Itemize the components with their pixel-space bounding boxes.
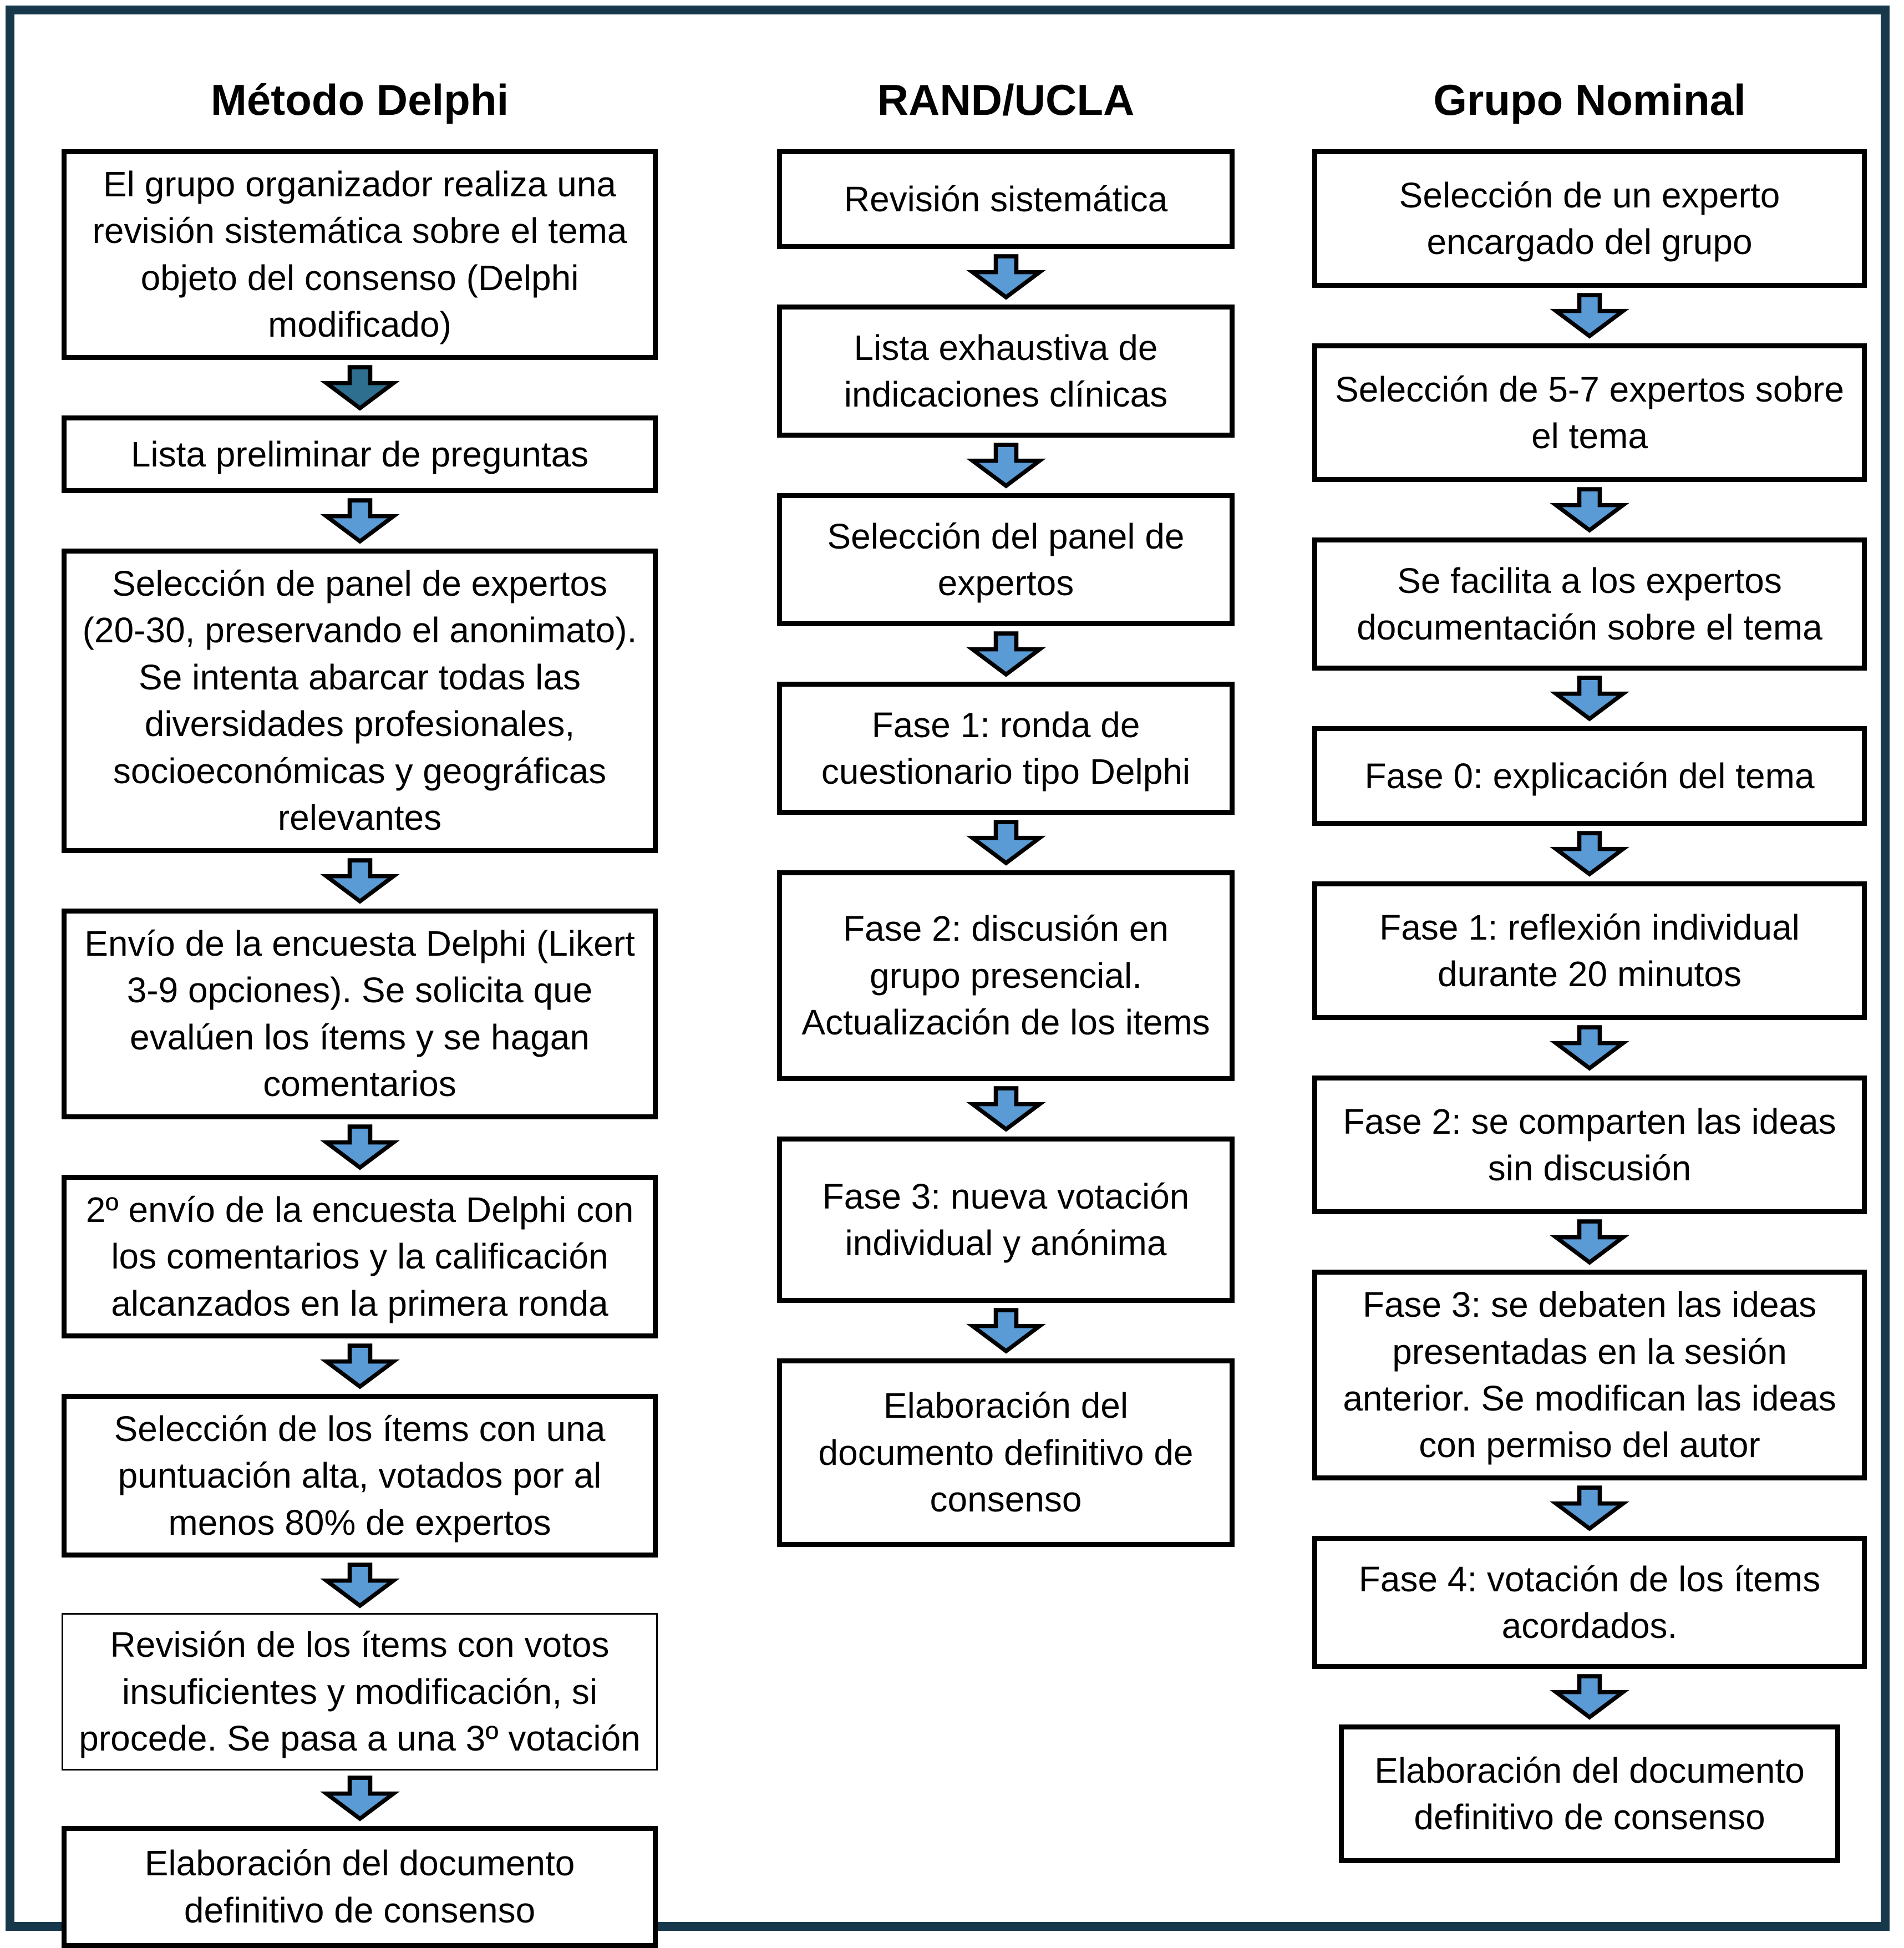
- box-rand-3-label: Selección del panel de expertos: [827, 516, 1185, 603]
- box-nominal-4: Fase 0: explicación del tema: [1312, 726, 1867, 826]
- box-delphi-4: Envío de la encuesta Delphi (Likert 3-9 …: [62, 908, 658, 1119]
- box-rand-3: Selección del panel de expertos: [777, 493, 1235, 626]
- box-delphi-7: Revisión de los ítems con votos insufici…: [62, 1613, 658, 1771]
- box-delphi-5-label: 2º envío de la encuesta Delphi con los c…: [85, 1189, 634, 1323]
- box-nominal-7-label: Fase 3: se debaten las ideas presentadas…: [1343, 1285, 1836, 1465]
- arrow-down-icon: [1312, 1024, 1867, 1071]
- box-delphi-8: Elaboración del documento definitivo de …: [62, 1825, 658, 1948]
- box-rand-7-label: Elaboración del documento definitivo de …: [818, 1386, 1194, 1520]
- arrow-down-icon: [1312, 486, 1867, 533]
- box-delphi-6: Selección de los ítems con una puntuació…: [62, 1393, 658, 1558]
- arrow-down-icon: [1312, 1219, 1867, 1265]
- column-title-rand-ucla: RAND/UCLA: [877, 75, 1135, 125]
- arrow-down-icon: [777, 1085, 1235, 1132]
- box-delphi-4-label: Envío de la encuesta Delphi (Likert 3-9 …: [84, 923, 635, 1104]
- box-delphi-3-label: Selección de panel de expertos (20-30, p…: [82, 563, 637, 838]
- arrow-down-icon: [62, 364, 658, 411]
- box-nominal-1-label: Selección de un experto encargado del gr…: [1399, 175, 1780, 262]
- box-rand-5: Fase 2: discusión en grupo presencial. A…: [777, 870, 1235, 1081]
- box-nominal-5: Fase 1: reflexión individual durante 20 …: [1312, 881, 1867, 1020]
- arrow-down-icon: [777, 1307, 1235, 1354]
- box-nominal-4-label: Fase 0: explicación del tema: [1364, 755, 1815, 796]
- arrow-down-icon: [62, 1124, 658, 1170]
- arrow-down-icon: [777, 819, 1235, 866]
- box-rand-4-label: Fase 1: ronda de cuestionario tipo Delph…: [821, 704, 1191, 792]
- arrow-down-icon: [1312, 830, 1867, 877]
- box-rand-7: Elaboración del documento definitivo de …: [777, 1358, 1235, 1547]
- box-nominal-3: Se facilita a los expertos documentación…: [1312, 537, 1867, 671]
- box-delphi-1-label: El grupo organizador realiza una revisió…: [92, 164, 627, 345]
- column-title-grupo-nominal: Grupo Nominal: [1433, 75, 1746, 125]
- arrow-down-icon: [62, 1343, 658, 1389]
- box-delphi-2: Lista preliminar de preguntas: [62, 415, 658, 493]
- box-delphi-8-label: Elaboración del documento definitivo de …: [144, 1843, 575, 1930]
- diagram-frame: Método Delphi El grupo organizador reali…: [6, 6, 1890, 1948]
- box-rand-1: Revisión sistemática: [777, 149, 1235, 249]
- arrow-down-icon: [62, 1562, 658, 1609]
- box-nominal-1: Selección de un experto encargado del gr…: [1312, 149, 1867, 288]
- box-nominal-5-label: Fase 1: reflexión individual durante 20 …: [1379, 907, 1800, 994]
- box-delphi-1: El grupo organizador realiza una revisió…: [62, 149, 658, 360]
- box-nominal-9-label: Elaboración del documento definitivo de …: [1374, 1750, 1805, 1837]
- box-rand-2: Lista exhaustiva de indicaciones clínica…: [777, 305, 1235, 438]
- box-rand-6-label: Fase 3: nueva votación individual y anón…: [822, 1176, 1190, 1263]
- column-rand-ucla: RAND/UCLA Revisión sistemática Lista exh…: [777, 73, 1235, 1547]
- column-grupo-nominal: Grupo Nominal Selección de un experto en…: [1312, 73, 1867, 1863]
- box-delphi-3: Selección de panel de expertos (20-30, p…: [62, 548, 658, 853]
- arrow-down-icon: [1312, 1673, 1867, 1720]
- box-nominal-2-label: Selección de 5-7 expertos sobre el tema: [1335, 369, 1844, 456]
- arrow-down-icon: [1312, 292, 1867, 339]
- box-nominal-2: Selección de 5-7 expertos sobre el tema: [1312, 343, 1867, 482]
- arrow-down-icon: [1312, 675, 1867, 722]
- arrow-down-icon: [62, 1775, 658, 1822]
- arrow-down-icon: [62, 498, 658, 544]
- box-nominal-8-label: Fase 4: votación de los ítems acordados.: [1358, 1559, 1821, 1646]
- arrow-down-icon: [62, 858, 658, 904]
- box-rand-2-label: Lista exhaustiva de indicaciones clínica…: [844, 327, 1168, 414]
- arrow-down-icon: [1312, 1485, 1867, 1531]
- box-nominal-9: Elaboración del documento definitivo de …: [1339, 1724, 1840, 1863]
- box-nominal-6: Fase 2: se comparten las ideas sin discu…: [1312, 1076, 1867, 1214]
- box-delphi-7-label: Revisión de los ítems con votos insufici…: [79, 1625, 641, 1759]
- box-delphi-2-label: Lista preliminar de preguntas: [130, 434, 589, 474]
- arrow-down-icon: [777, 253, 1235, 300]
- box-delphi-5: 2º envío de la encuesta Delphi con los c…: [62, 1174, 658, 1338]
- arrow-down-icon: [777, 631, 1235, 677]
- box-nominal-7: Fase 3: se debaten las ideas presentadas…: [1312, 1270, 1867, 1480]
- box-rand-5-label: Fase 2: discusión en grupo presencial. A…: [801, 909, 1210, 1043]
- box-nominal-3-label: Se facilita a los expertos documentación…: [1357, 560, 1822, 647]
- column-title-metodo-delphi: Método Delphi: [210, 75, 509, 125]
- column-metodo-delphi: Método Delphi El grupo organizador reali…: [62, 73, 658, 1948]
- box-rand-4: Fase 1: ronda de cuestionario tipo Delph…: [777, 682, 1235, 815]
- box-rand-1-label: Revisión sistemática: [844, 179, 1168, 219]
- arrow-down-icon: [777, 442, 1235, 489]
- box-delphi-6-label: Selección de los ítems con una puntuació…: [114, 1408, 606, 1543]
- box-nominal-8: Fase 4: votación de los ítems acordados.: [1312, 1536, 1867, 1669]
- box-nominal-6-label: Fase 2: se comparten las ideas sin discu…: [1343, 1101, 1836, 1188]
- box-rand-6: Fase 3: nueva votación individual y anón…: [777, 1137, 1235, 1303]
